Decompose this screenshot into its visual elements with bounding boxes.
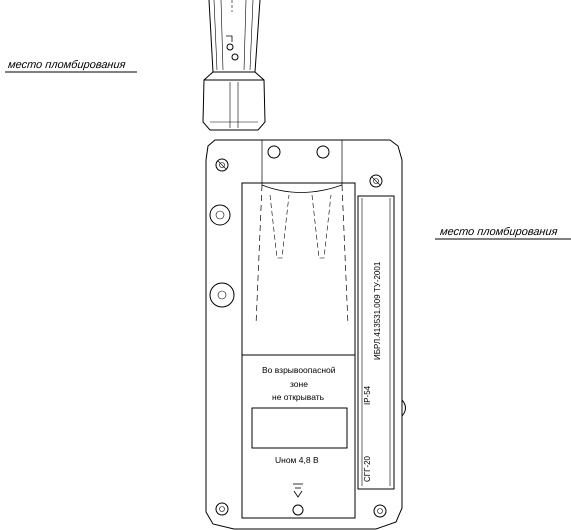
seal-leaders — [5, 71, 571, 240]
voltage-label: Uном 4,8 В — [275, 455, 319, 465]
model-label: СГГ-20 — [363, 455, 372, 482]
spec-code-label: ИБРЛ.413531.009 ТУ-2001 — [373, 261, 382, 360]
screw-icon — [373, 504, 387, 518]
screw-icon — [215, 502, 229, 516]
screw-icon — [215, 158, 229, 172]
screw-icon — [369, 174, 383, 188]
warning-line-1: Во взрывоопасной — [262, 365, 336, 375]
cable-gland — [202, 0, 266, 131]
seal-place-label-left: место пломбирования — [7, 59, 127, 71]
front-panel — [241, 182, 356, 519]
housing — [205, 139, 406, 530]
seal-place-label-right: место пломбирования — [439, 226, 559, 238]
label-strip — [357, 195, 395, 490]
warning-line-2: зоне — [290, 379, 308, 389]
ground-symbol-icon — [293, 483, 303, 498]
warning-line-3: не открывать — [272, 392, 325, 402]
protection-label: IP-54 — [363, 385, 372, 405]
upper-channels — [215, 140, 383, 326]
